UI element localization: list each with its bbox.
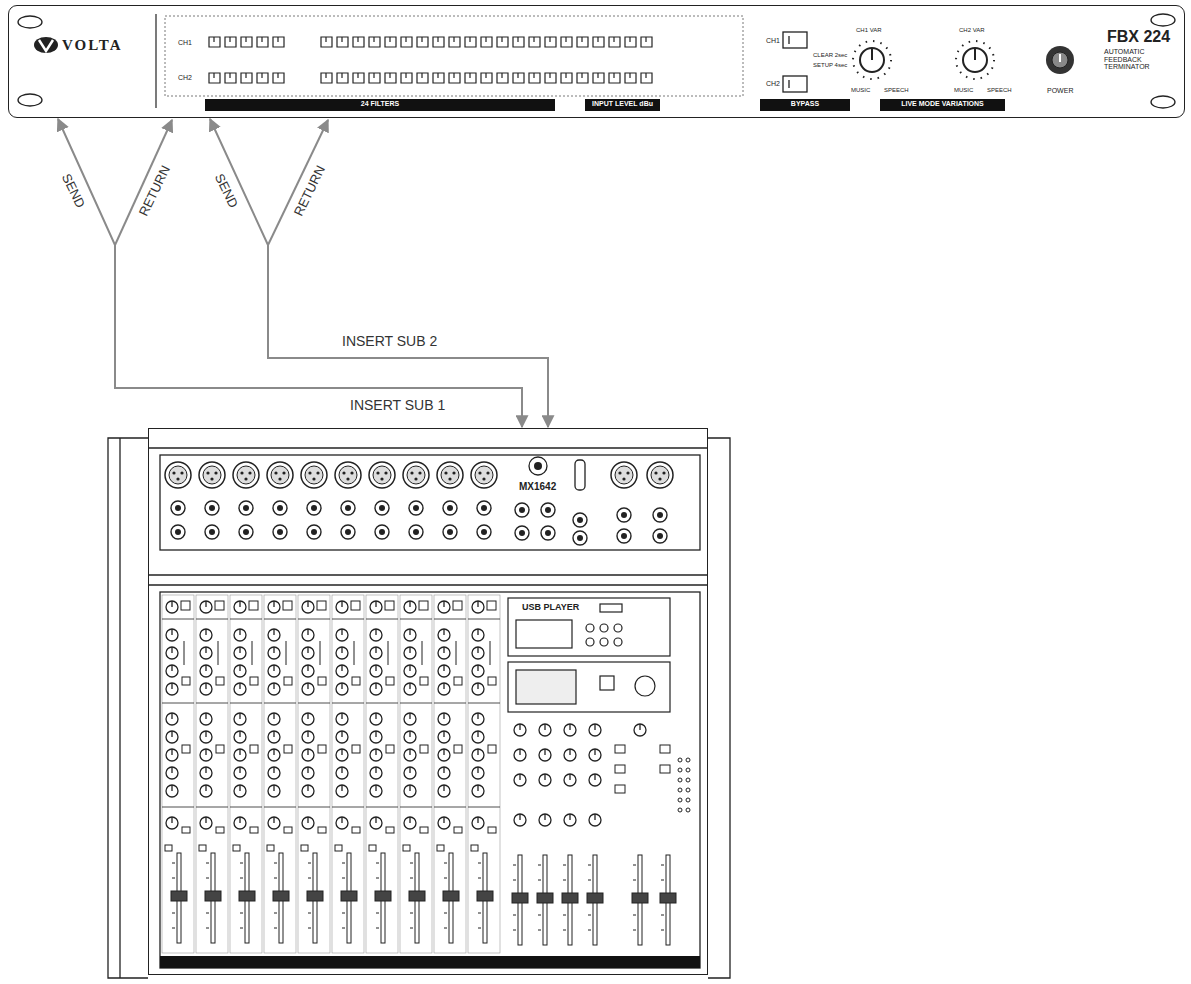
segment-displays xyxy=(208,36,656,84)
bar-label: INPUT LEVEL dBu xyxy=(585,100,660,108)
channel-strips xyxy=(162,595,500,953)
knob-label: CH2 VAR xyxy=(959,27,985,34)
channel-label: CH1 xyxy=(766,37,780,45)
connector-label: INSERT SUB 1 xyxy=(348,398,447,413)
signal-name: SEND xyxy=(59,172,88,211)
signal-name: RETURN xyxy=(137,164,174,219)
knob-scale-label: MUSIC xyxy=(954,87,973,94)
variation-knobs xyxy=(853,41,994,79)
return-branch xyxy=(115,120,328,245)
rear-connectors xyxy=(165,457,673,545)
model-subtitle: AUTOMATIC FEEDBACK TERMINATOR xyxy=(1104,48,1166,71)
usb-player-panel xyxy=(508,598,670,712)
button-label: SETUP 4sec xyxy=(813,62,847,69)
channel-label-bar xyxy=(160,956,700,968)
cable-connector xyxy=(210,119,548,427)
model-name: FBX 224 xyxy=(1107,28,1170,46)
brand-logo: VOLTA xyxy=(62,37,123,54)
bypass-buttons xyxy=(783,32,807,92)
mixer-frame xyxy=(108,438,730,978)
bar-label: LIVE MODE VARIATIONS xyxy=(880,100,1005,108)
master-section xyxy=(512,724,690,945)
volta-logo-icon xyxy=(34,37,58,53)
connector-label: INSERT SUB 2 xyxy=(340,334,439,349)
channel-label: CH2 xyxy=(178,74,192,82)
knob-scale-label: MUSIC xyxy=(851,87,870,94)
channel-label: CH2 xyxy=(766,80,780,88)
display-window xyxy=(165,16,743,96)
label-bars xyxy=(205,99,1005,111)
cable-connector xyxy=(58,119,522,427)
bar-label: 24 FILTERS xyxy=(205,100,555,108)
button-label: CLEAR 2sec xyxy=(813,52,847,59)
signal-name: RETURN xyxy=(292,164,329,219)
knob-label: CH1 VAR xyxy=(856,27,882,34)
rack-holes xyxy=(18,14,1175,108)
mixing-console: MX1642 xyxy=(148,428,708,975)
button-label: POWER xyxy=(1047,87,1073,95)
panel-label: USB PLAYER xyxy=(522,603,579,613)
knob-scale-label: SPEECH xyxy=(884,87,909,94)
power-button xyxy=(1046,46,1074,74)
bar-label: BYPASS xyxy=(760,100,850,108)
mixer-model: MX1642 xyxy=(519,481,556,492)
panel-divider xyxy=(155,14,156,108)
knob-scale-label: SPEECH xyxy=(987,87,1012,94)
channel-label: CH1 xyxy=(178,39,192,47)
